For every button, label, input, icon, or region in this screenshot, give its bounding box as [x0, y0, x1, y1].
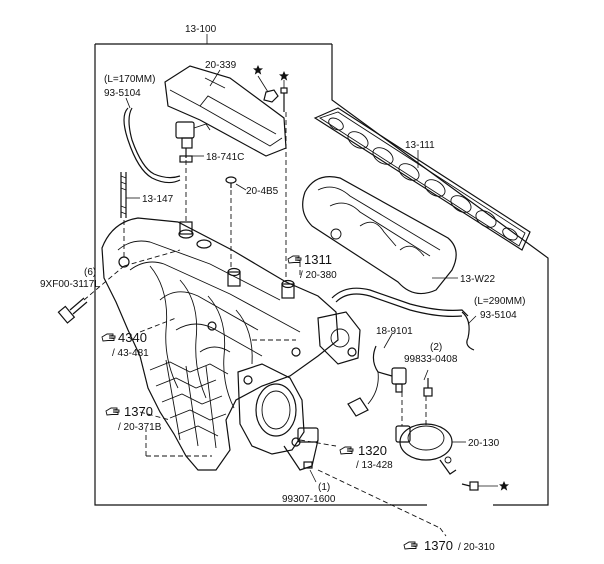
hand-pointer-icon — [101, 333, 116, 342]
intake-manifold — [101, 217, 361, 471]
ref-1311-sub: / 20-380 — [300, 270, 337, 281]
ref-1370-sub: / 20-371B — [118, 422, 162, 433]
manifold-gasket — [313, 107, 531, 251]
hand-pointer-icon — [403, 541, 418, 550]
ref-1311[interactable]: 1311 / 20-380 — [287, 252, 337, 281]
sensor-bolt — [423, 378, 433, 397]
control-valve — [395, 423, 457, 475]
side-bolt — [57, 297, 88, 324]
label-99307: 99307-1600 — [282, 494, 336, 505]
label-93-5104-right: 93-5104 — [480, 310, 517, 321]
ref-1370-bottom-number: 1370 — [424, 538, 453, 553]
label-qty-1: (1) — [318, 482, 330, 493]
star-icon — [279, 71, 289, 81]
ref-4340-number: 4340 — [118, 330, 147, 345]
ref-1370-bottom-sub: / 20-310 — [458, 542, 495, 553]
ref-4340-sub: / 43-481 — [112, 348, 149, 359]
assembly-number: 13-100 — [185, 24, 217, 35]
hand-pointer-icon — [287, 255, 302, 264]
label-18-9101: 18-9101 — [376, 326, 413, 337]
heat-insulator — [302, 176, 457, 295]
ref-1370-number: 1370 — [124, 404, 153, 419]
assembly-lines — [83, 112, 441, 529]
label-9xf00: 9XF00-3117L — [40, 279, 100, 290]
vacuum-hose-170-outline — [128, 107, 181, 179]
plug — [225, 176, 237, 188]
cover-nut — [257, 75, 279, 103]
leader-to-bottom-ref — [439, 527, 447, 537]
ref-1320-sub: / 13-428 — [356, 460, 393, 471]
vacuum-hose-170 — [123, 107, 181, 184]
hand-pointer-icon — [339, 446, 354, 455]
stud-bolt — [120, 172, 127, 218]
throttle-plug — [303, 461, 313, 469]
purge-hose-290-outline — [335, 293, 463, 317]
purge-hose-end — [461, 311, 475, 351]
valve-bolt — [461, 481, 498, 491]
ref-1370-bottom[interactable]: 1370 / 20-310 — [403, 538, 495, 553]
label-20-339: 20-339 — [205, 60, 237, 71]
sensor — [347, 345, 407, 417]
label-18-741c: 18-741C — [206, 152, 244, 163]
label-qty-2: (2) — [430, 342, 442, 353]
purge-hose-290 — [331, 287, 469, 317]
cover-bolt — [280, 80, 288, 112]
ref-1311-number: 1311 — [304, 252, 332, 267]
star-icon — [253, 65, 263, 75]
hand-pointer-icon — [105, 407, 120, 416]
ref-4340[interactable]: 4340 / 43-481 — [101, 330, 149, 359]
label-length-170: (L=170MM) — [104, 74, 155, 85]
ref-1370[interactable]: 1370 / 20-371B — [105, 404, 162, 433]
star-icon — [499, 481, 509, 491]
ref-1320-number: 1320 — [358, 443, 387, 458]
label-13-w22: 13-W22 — [460, 274, 495, 285]
resonance-cover — [164, 65, 287, 157]
label-13-147: 13-147 — [142, 194, 174, 205]
throttle-body — [237, 363, 319, 471]
label-length-290: (L=290MM) — [474, 296, 525, 307]
ref-1320[interactable]: 1320 / 13-428 — [339, 443, 393, 471]
label-13-111: 13-111 — [405, 140, 435, 151]
label-qty-6: (6) — [84, 267, 96, 278]
label-99833: 99833-0408 — [404, 354, 458, 365]
label-20-130: 20-130 — [468, 438, 500, 449]
assembly-frame — [94, 43, 549, 506]
label-93-5104-top: 93-5104 — [104, 88, 141, 99]
label-20-485: 20-4B5 — [246, 186, 279, 197]
